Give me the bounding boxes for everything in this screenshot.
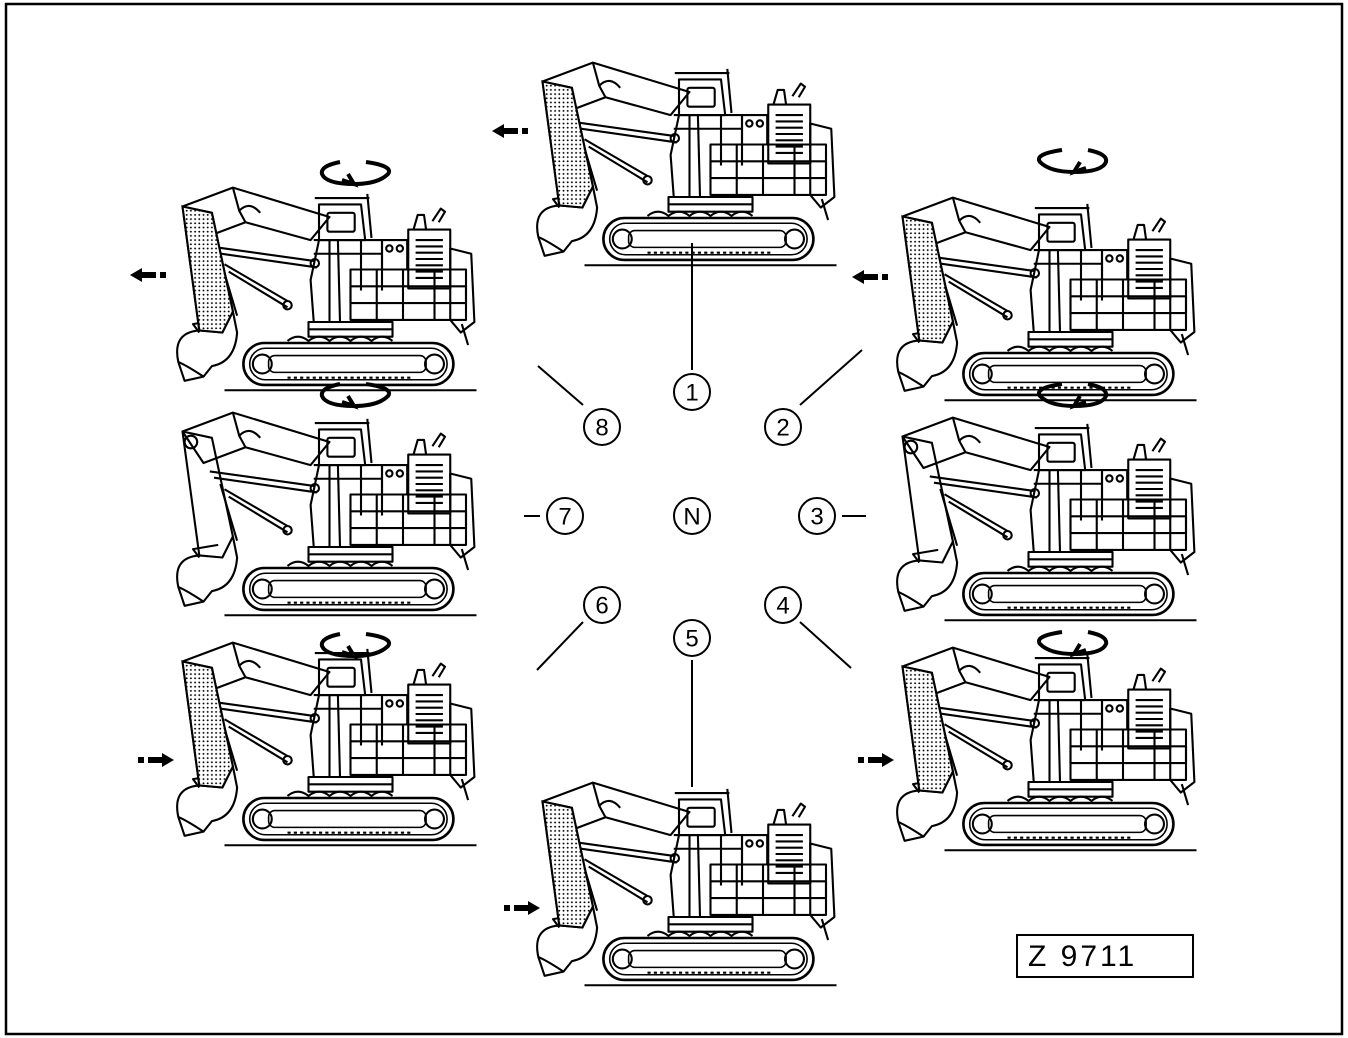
excavator-icon <box>177 188 476 391</box>
excavator-icon <box>537 783 836 986</box>
position-label-7: 7 <box>558 504 571 531</box>
excavator-icon <box>897 648 1196 851</box>
rotation-arrow-icon <box>1039 632 1106 654</box>
position-label-3: 3 <box>810 504 823 531</box>
excavator-icon <box>537 63 836 266</box>
excavator-icon <box>177 643 476 846</box>
reference-code-box: Z 9711 <box>1016 934 1194 978</box>
neutral-label: N <box>683 504 700 531</box>
rotation-arrow-icon <box>322 162 389 184</box>
excavator-icon <box>177 413 476 616</box>
position-label-5: 5 <box>685 626 698 653</box>
rotation-arrow-icon <box>322 384 389 406</box>
arrow-icon <box>492 124 528 138</box>
rotation-arrow-icon <box>1039 150 1106 172</box>
arrow-icon <box>138 753 174 767</box>
excavator-icon <box>897 198 1196 401</box>
position-label-1: 1 <box>685 380 698 407</box>
arrow-icon <box>130 268 166 282</box>
position-label-2: 2 <box>776 415 789 442</box>
position-label-8: 8 <box>595 415 608 442</box>
arrow-icon <box>852 270 888 284</box>
position-label-4: 4 <box>776 593 789 620</box>
position-label-6: 6 <box>595 593 608 620</box>
reference-code: Z 9711 <box>1018 936 1196 978</box>
arrow-icon <box>858 753 894 767</box>
arrow-icon <box>504 901 540 915</box>
excavator-icon <box>897 418 1196 621</box>
